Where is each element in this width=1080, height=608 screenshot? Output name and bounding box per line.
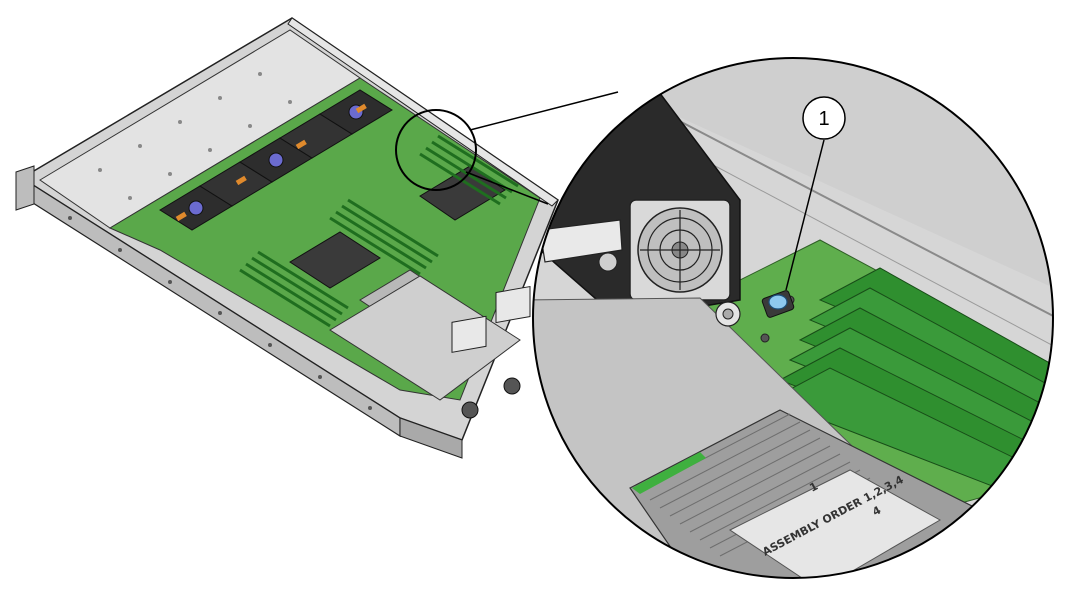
- power-supply-icon: [451, 285, 531, 419]
- button-icon: [761, 290, 795, 318]
- fan-module-icon: [539, 79, 741, 321]
- assembly-label-plate: [729, 469, 942, 578]
- chassis-rear-panel: [399, 417, 463, 459]
- fan-module-icon: [159, 89, 393, 231]
- riser-cover: [329, 275, 521, 401]
- dimm-slot-icon: [239, 134, 519, 328]
- connector-line-top: [469, 91, 619, 131]
- detail-circle-outline: [532, 57, 1054, 579]
- highlight-circle: [395, 109, 477, 191]
- detail-dimm-slots: [768, 267, 1053, 521]
- callout-number: 1: [818, 108, 829, 130]
- drive-cage-screws: [98, 72, 292, 200]
- connector-line-bottom: [465, 171, 549, 205]
- rail-holes: [68, 216, 372, 410]
- rack-ear: [15, 165, 35, 211]
- detail-magnifier: [533, 58, 1053, 578]
- server-chassis-icon: [15, 17, 559, 459]
- callout-leader-line: [785, 139, 825, 291]
- callout-circle: [802, 96, 846, 140]
